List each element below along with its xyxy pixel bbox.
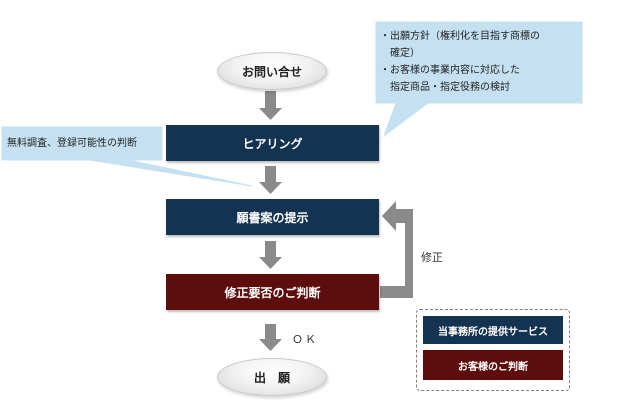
- right-callout-line-1: ・出願方針（権利化を目指す商標の: [380, 31, 540, 42]
- right-callout-line-3: ・お客様の事業内容に対応した: [380, 65, 520, 76]
- step-draft-label: 願書案の提示: [236, 210, 309, 225]
- right-callout-shape: [375, 21, 583, 138]
- fix-return-arrow: [380, 201, 413, 298]
- right-callout-line-4: 指定商品・指定役務の検討: [380, 82, 510, 93]
- step-hearing: ヒアリング: [166, 125, 379, 161]
- legend-client-label: お客様のご判断: [458, 361, 528, 373]
- arrow-down-4: [259, 324, 282, 351]
- arrow-down-2: [259, 166, 282, 194]
- end-label: 出 願: [253, 370, 290, 385]
- start-label: お問い合せ: [241, 64, 302, 79]
- arrow-down-3: [259, 241, 282, 269]
- step-judge-label: 修正要否のご判断: [224, 285, 321, 300]
- legend: [416, 309, 570, 391]
- left-callout: 無料調査、登録可能性の判断: [7, 135, 137, 152]
- legend-service-label: 当事務所の提供サービス: [438, 326, 548, 338]
- ok-label: ＯＫ: [292, 333, 318, 346]
- left-callout-text: 無料調査、登録可能性の判断: [7, 138, 137, 149]
- legend-service: 当事務所の提供サービス: [423, 316, 563, 344]
- start-oval: お問い合せ: [217, 52, 327, 90]
- right-callout-line-2: 確定）: [380, 48, 420, 59]
- legend-client: お客様のご判断: [423, 350, 563, 380]
- left-callout-shape: [1, 126, 253, 187]
- right-callout: ・出願方針（権利化を目指す商標の 確定） ・お客様の事業内容に対応した 指定商品…: [380, 28, 540, 96]
- step-draft: 願書案の提示: [166, 199, 379, 235]
- step-judge: 修正要否のご判断: [166, 274, 379, 310]
- end-oval: 出 願: [217, 358, 327, 396]
- step-hearing-label: ヒアリング: [242, 136, 303, 151]
- fix-label: 修正: [421, 251, 443, 264]
- arrow-down-1: [259, 91, 282, 120]
